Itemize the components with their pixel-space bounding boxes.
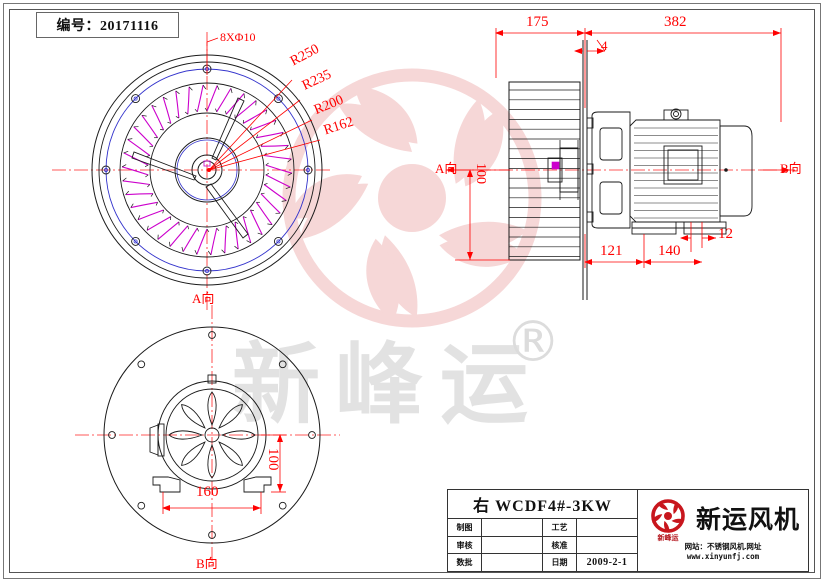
title-block-left: 右 WCDF4#-3KW 制图 工艺 审核 核准 数批 日期 2009-2-1 [448,490,638,572]
svg-text:新: 新 [232,333,320,436]
label-approved-by: 核准 [543,536,577,554]
motor-flange [586,111,631,229]
value-process[interactable] [577,519,637,536]
drawing-title: 右 WCDF4#-3KW [448,490,637,519]
view-label-b-right: B向 [780,161,802,176]
hub-coupling [547,140,579,200]
plate-bolt-holes [108,331,316,539]
callout-bolt-holes: 8XΦ10 [220,30,256,44]
spokes [131,97,249,239]
registered-mark: ® [505,310,561,375]
title-block: 右 WCDF4#-3KW 制图 工艺 审核 核准 数批 日期 2009-2-1 [447,489,809,572]
label-date: 日期 [543,554,577,572]
view-label-a-right: A向 [435,161,458,176]
title-block-right: 新峰运 新运风机 网站：不锈钢风机.网址 www.xinyunfj.com [638,490,808,571]
dimension-4 [574,39,606,54]
label-checked-by: 审核 [448,536,482,554]
svg-text:运: 运 [440,333,528,436]
motor-fan-cover [719,125,753,217]
dimension-text-12: 12 [718,226,733,242]
assembly-side-view [446,28,795,300]
value-checked-by[interactable] [482,536,543,554]
sheet-border-outer [3,3,821,579]
value-date: 2009-2-1 [586,557,628,569]
logo-caption: 新峰运 [657,534,679,543]
dimension-text-100-a: 100 [473,163,488,184]
motor-feet [631,221,727,235]
value-approved-by[interactable] [577,537,637,554]
motor-end-view [75,305,340,565]
impeller-front-view [52,32,330,310]
value-drawn-by[interactable] [482,519,543,536]
value-quantity[interactable] [482,554,543,572]
motor-cooling-fins [634,127,718,219]
drawing-number-box: 编号：20171116 [36,12,179,38]
fan-swirl-logo-icon [651,499,685,534]
blade-ring [121,84,293,256]
dimension-160 [162,492,262,514]
svg-text:峰: 峰 [335,333,423,436]
dimension-100-b [261,434,286,493]
website-line-2[interactable]: www.xinyunfj.com [686,551,760,561]
dimension-121-140-12 [584,222,716,268]
label-drawn-by: 制图 [448,519,482,536]
terminal-box [149,424,159,456]
dimension-text-382: 382 [664,14,687,30]
title-block-row: 制图 工艺 [448,519,637,537]
fan-swirl-logo-watermark [282,68,542,328]
label-quantity: 数批 [448,554,482,572]
view-label-a-top: A向 [192,291,215,306]
company-name: 新运风机 [695,505,800,535]
fan-cover-vents [168,391,256,479]
dimension-175-382 [495,28,782,122]
company-logo: 新峰运 [646,496,690,543]
label-process: 工艺 [543,519,577,536]
website-info: 网站：不锈钢风机.网址 www.xinyunfj.com [685,542,762,561]
title-block-row: 审核 核准 [448,536,637,555]
dimension-text-160: 160 [196,484,219,500]
dimension-100-a [455,169,510,261]
mounting-feet [152,476,272,493]
brand-watermark-text: 新 峰 运 [232,333,528,436]
dimension-text-100-b: 100 [265,448,281,471]
website-line-1: 网站：不锈钢风机.网址 [684,542,762,552]
brand-row: 新峰运 新运风机 [646,496,800,543]
dimension-text-121: 121 [600,243,623,259]
title-block-row: 数批 日期 2009-2-1 [448,554,637,572]
radius-leaders [206,37,321,171]
sheet-border-inner [9,9,815,573]
view-label-b-bottom: B向 [196,556,218,571]
dimension-text-175: 175 [526,14,549,30]
impeller-blade-lines [509,89,580,257]
dimension-text-4: 4 [601,38,608,53]
impeller-drum [508,81,581,261]
dimension-text-140: 140 [658,243,681,259]
drawing-number: 编号：20171116 [56,19,159,34]
